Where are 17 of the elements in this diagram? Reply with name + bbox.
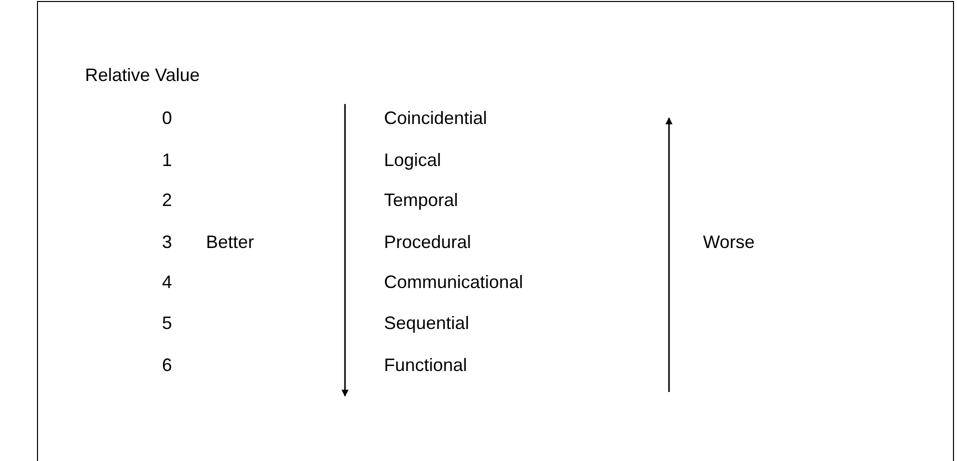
cohesion-level: Temporal — [384, 189, 458, 211]
value-number: 3 — [162, 231, 172, 253]
value-number: 4 — [162, 271, 172, 293]
direction-label: Better — [206, 231, 254, 253]
value-number: 0 — [162, 107, 172, 129]
heading: Relative Value — [85, 64, 200, 86]
cohesion-level: Coincidential — [384, 107, 488, 129]
value-number: 2 — [162, 189, 172, 211]
cohesion-level: Logical — [384, 149, 442, 171]
cohesion-level: Functional — [384, 354, 468, 376]
value-number: 6 — [162, 354, 172, 376]
value-number: 1 — [162, 149, 172, 171]
value-number: 5 — [162, 312, 172, 334]
cohesion-level: Sequential — [384, 312, 470, 334]
cohesion-level: Procedural — [384, 231, 472, 253]
direction-label: Worse — [703, 231, 755, 253]
cohesion-level: Communicational — [384, 271, 524, 293]
